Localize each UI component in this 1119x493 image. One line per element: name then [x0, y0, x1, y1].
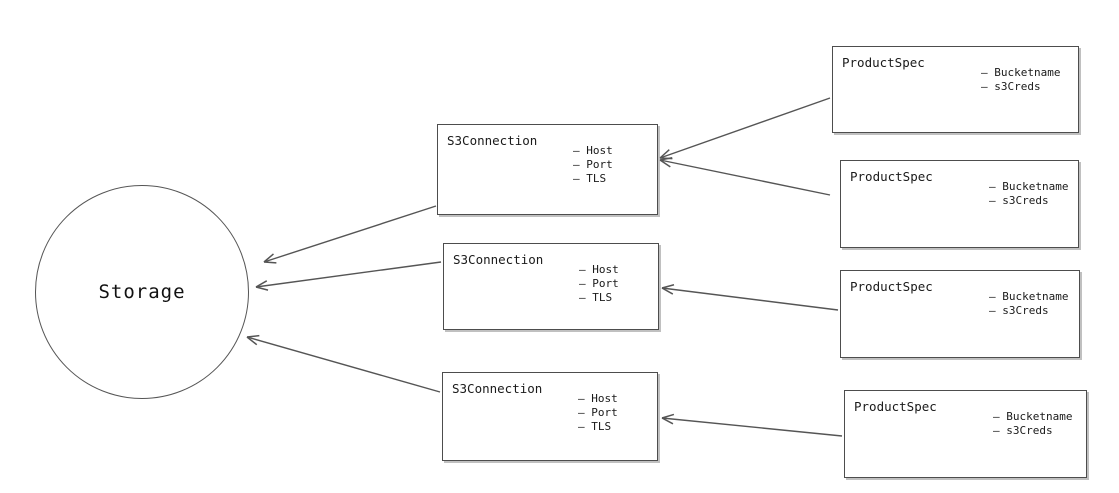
productspec-attr-s3creds-3: – s3Creds — [989, 304, 1049, 317]
productspec-attr-bucketname-3: – Bucketname — [989, 290, 1069, 303]
s3connection-attr-tls-2: – TLS — [579, 291, 613, 304]
productspec-attrs-2: – Bucketname – s3Creds — [989, 180, 1068, 208]
productspec-title-1: ProductSpec — [842, 55, 925, 70]
s3connection-attr-tls-3: – TLS — [578, 420, 612, 433]
s3connection-title-3: S3Connection — [452, 381, 543, 396]
s3connection-title-1: S3Connection — [447, 133, 538, 148]
productspec-2-to-s3conn-1 — [659, 156, 831, 196]
s3connection-attr-host-1: – Host — [573, 144, 613, 157]
productspec-attrs-1: – Bucketname – s3Creds — [981, 66, 1060, 94]
productspec-box-2[interactable]: ProductSpec – Bucketname – s3Creds — [840, 160, 1079, 248]
s3connection-box-1[interactable]: S3Connection – Host – Port – TLS — [437, 124, 658, 215]
s3connection-box-3[interactable]: S3Connection – Host – Port – TLS — [442, 372, 658, 461]
s3connection-attrs-2: – Host – Port – TLS — [579, 263, 619, 305]
productspec-4-to-s3conn-3 — [661, 413, 843, 437]
productspec-title-3: ProductSpec — [850, 279, 933, 294]
productspec-3-to-s3conn-2 — [661, 284, 839, 311]
productspec-title-2: ProductSpec — [850, 169, 933, 184]
s3connection-attr-port-3: – Port — [578, 406, 618, 419]
s3connection-attr-tls-1: – TLS — [573, 172, 607, 185]
s3connection-attr-port-1: – Port — [573, 158, 613, 171]
storage-circle-node[interactable]: Storage — [35, 185, 249, 399]
productspec-attr-bucketname-1: – Bucketname — [981, 66, 1061, 79]
productspec-attr-bucketname-2: – Bucketname — [989, 180, 1069, 193]
productspec-box-3[interactable]: ProductSpec – Bucketname – s3Creds — [840, 270, 1080, 358]
productspec-title-4: ProductSpec — [854, 399, 937, 414]
storage-label: Storage — [98, 281, 186, 303]
s3conn-3-to-storage — [246, 334, 441, 393]
productspec-attrs-3: – Bucketname – s3Creds — [989, 290, 1068, 318]
s3connection-title-2: S3Connection — [453, 252, 544, 267]
s3connection-attrs-1: – Host – Port – TLS — [573, 144, 613, 186]
productspec-1-to-s3conn-1 — [659, 97, 831, 160]
s3connection-attrs-3: – Host – Port – TLS — [578, 392, 618, 434]
productspec-attr-bucketname-4: – Bucketname — [993, 410, 1073, 423]
s3connection-attr-host-3: – Host — [578, 392, 618, 405]
productspec-attr-s3creds-4: – s3Creds — [993, 424, 1053, 437]
s3connection-attr-host-2: – Host — [579, 263, 619, 276]
s3connection-attr-port-2: – Port — [579, 277, 619, 290]
productspec-box-1[interactable]: ProductSpec – Bucketname – s3Creds — [832, 46, 1079, 133]
s3conn-2-to-storage — [255, 261, 442, 291]
productspec-attr-s3creds-2: – s3Creds — [989, 194, 1049, 207]
productspec-attrs-4: – Bucketname – s3Creds — [993, 410, 1072, 438]
s3connection-box-2[interactable]: S3Connection – Host – Port – TLS — [443, 243, 659, 330]
productspec-box-4[interactable]: ProductSpec – Bucketname – s3Creds — [844, 390, 1087, 478]
productspec-attr-s3creds-1: – s3Creds — [981, 80, 1041, 93]
s3conn-1-to-storage — [263, 205, 437, 264]
